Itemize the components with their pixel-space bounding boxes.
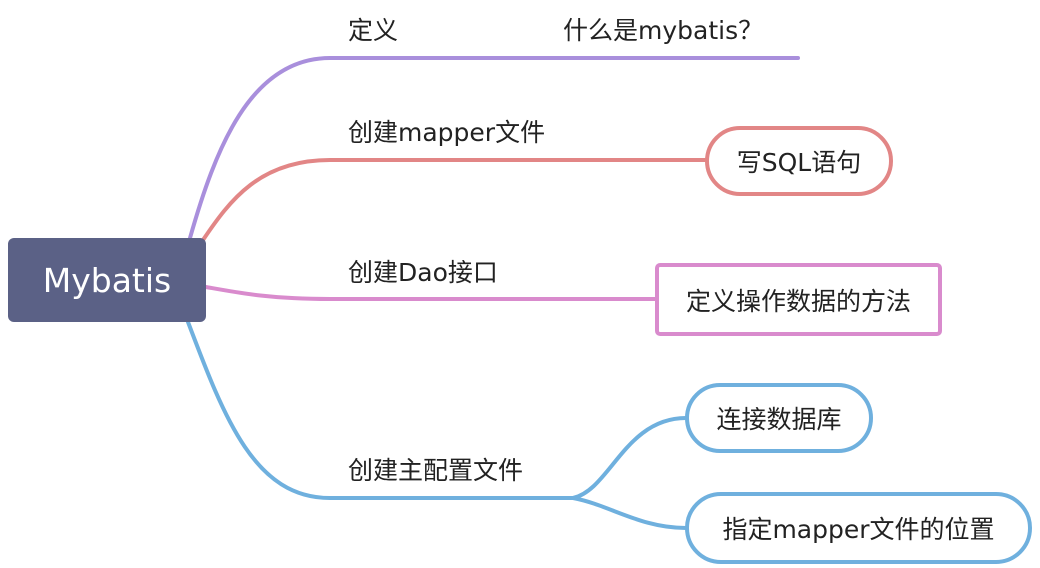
node-define-data-methods[interactable]: 定义操作数据的方法 — [655, 263, 942, 336]
branch-label-create-mapper[interactable]: 创建mapper文件 — [348, 118, 546, 147]
node-write-sql[interactable]: 写SQL语句 — [705, 126, 893, 196]
node-mapper-file-location[interactable]: 指定mapper文件的位置 — [685, 492, 1032, 564]
connector-mapper — [201, 158, 708, 242]
node-connect-database[interactable]: 连接数据库 — [685, 383, 873, 453]
root-node[interactable]: Mybatis — [8, 238, 206, 322]
connector-config-mapper-location — [571, 496, 688, 530]
branch-label-create-main-config[interactable]: 创建主配置文件 — [348, 456, 524, 485]
connector-config-connect-db — [571, 416, 688, 500]
connector-dao — [204, 285, 658, 301]
branch-detail-what-is-mybatis[interactable]: 什么是mybatis？ — [563, 16, 764, 45]
connector-config — [186, 320, 575, 500]
connector-definition — [188, 56, 800, 240]
branch-label-create-dao[interactable]: 创建Dao接口 — [348, 258, 498, 287]
branch-label-definition[interactable]: 定义 — [348, 16, 399, 45]
